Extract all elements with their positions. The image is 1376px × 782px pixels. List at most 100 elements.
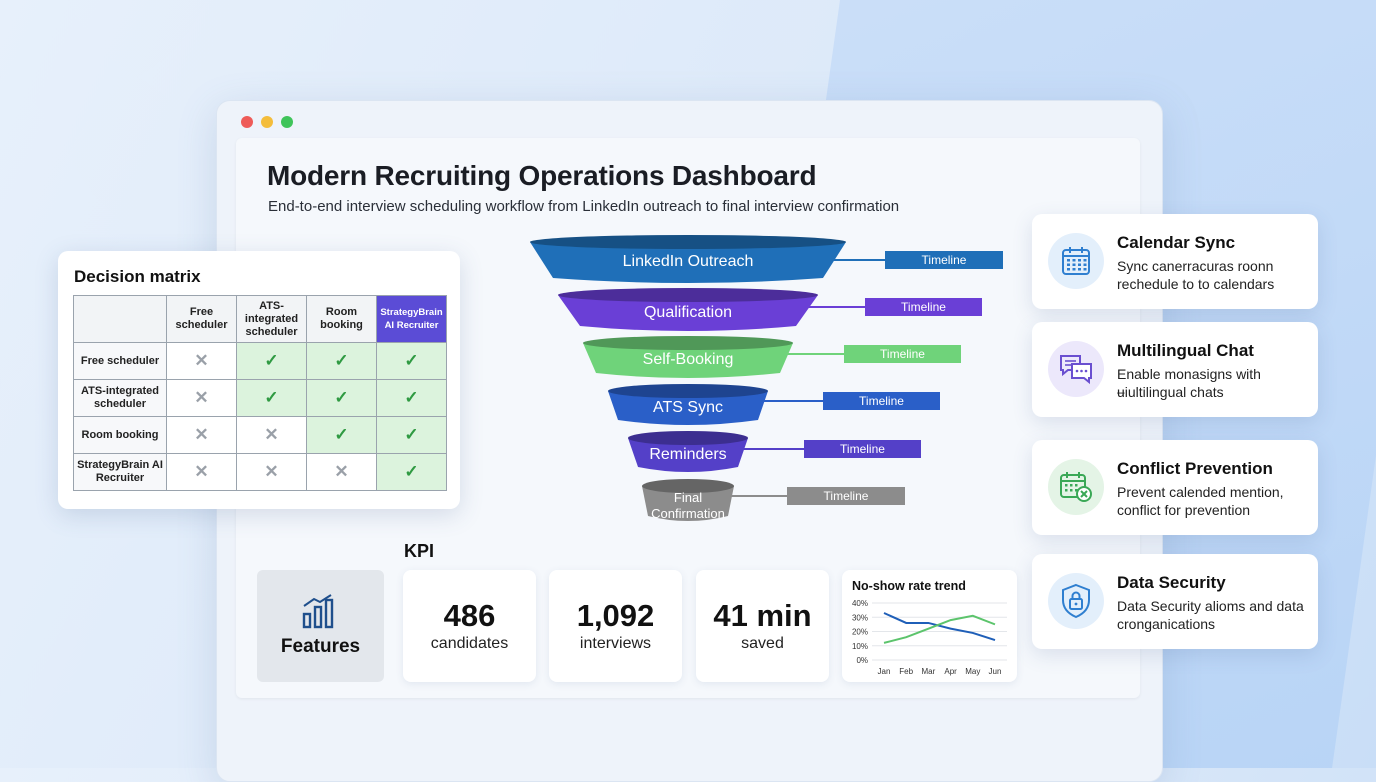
matrix-column-header: ATS-integrated scheduler bbox=[236, 295, 307, 343]
timeline-label[interactable]: Timeline bbox=[823, 392, 940, 410]
page-title: Modern Recruiting Operations Dashboard bbox=[267, 160, 817, 191]
feature-title: Multilingual Chat bbox=[1117, 341, 1254, 360]
feature-title: Conflict Prevention bbox=[1117, 459, 1273, 478]
check-icon: ✓ bbox=[376, 379, 447, 417]
cross-icon: ✕ bbox=[236, 453, 307, 491]
kpi-card[interactable]: 41 min saved bbox=[696, 570, 829, 682]
cross-icon: ✕ bbox=[306, 453, 377, 491]
funnel-stage[interactable] bbox=[642, 479, 787, 521]
timeline-label[interactable]: Timeline bbox=[885, 251, 1003, 269]
x-tick-label: Jan bbox=[878, 667, 891, 676]
feature-description: Data Security alioms and data cronganica… bbox=[1117, 598, 1304, 632]
page-subtitle: End-to-end interview scheduling workflow… bbox=[268, 198, 900, 215]
timeline-label[interactable]: Timeline bbox=[865, 298, 982, 316]
kpi-heading: KPI bbox=[404, 541, 435, 561]
funnel-chart bbox=[530, 235, 885, 521]
timeline-label[interactable]: Timeline bbox=[844, 345, 961, 363]
matrix-row: StrategyBrain AI Recruiter✕✕✕✓ bbox=[73, 453, 447, 491]
matrix-column-header: StrategyBrain AI Recruiter bbox=[376, 295, 447, 343]
check-icon: ✓ bbox=[376, 342, 447, 380]
x-tick-label: Apr bbox=[944, 667, 957, 676]
feature-title: Data Security bbox=[1117, 573, 1226, 592]
cross-icon: ✕ bbox=[166, 379, 237, 417]
y-tick-label: 0% bbox=[856, 656, 868, 665]
kpi-label: saved bbox=[741, 635, 784, 652]
calendar-x-icon bbox=[1048, 459, 1104, 515]
kpi-label: interviews bbox=[579, 635, 652, 652]
matrix-row-label: StrategyBrain AI Recruiter bbox=[73, 453, 167, 491]
funnel-stage[interactable] bbox=[558, 288, 865, 331]
check-icon: ✓ bbox=[236, 342, 307, 380]
kpi-label: candidates bbox=[430, 635, 509, 652]
funnel-stage-label: Self-Booking bbox=[642, 351, 734, 368]
series-line bbox=[883, 614, 996, 644]
chat-icon bbox=[1048, 341, 1104, 397]
kpi-value: 41 min bbox=[713, 598, 812, 633]
funnel-stage[interactable] bbox=[583, 336, 844, 378]
matrix-row: Room booking✕✕✓✓ bbox=[73, 416, 447, 454]
matrix-title: Decision matrix bbox=[74, 267, 201, 286]
maximize-window-button[interactable] bbox=[281, 116, 293, 128]
check-icon: ✓ bbox=[376, 453, 447, 491]
feature-description: Sync canerracuras roonn rechedule to to … bbox=[1117, 258, 1275, 292]
matrix-corner bbox=[73, 295, 167, 343]
funnel-stage-label: LinkedIn Outreach bbox=[622, 253, 754, 270]
funnel-stage[interactable] bbox=[608, 384, 823, 425]
matrix-row: Free scheduler✕✓✓✓ bbox=[73, 342, 447, 380]
kpi-card[interactable]: 486 candidates bbox=[403, 570, 536, 682]
chart-title: No-show rate trend bbox=[852, 579, 966, 593]
cross-icon: ✕ bbox=[236, 416, 307, 454]
kpi-card[interactable]: 1,092 interviews bbox=[549, 570, 682, 682]
minimize-window-button[interactable] bbox=[261, 116, 273, 128]
close-window-button[interactable] bbox=[241, 116, 253, 128]
x-tick-label: Jun bbox=[989, 667, 1002, 676]
timeline-label[interactable]: Timeline bbox=[804, 440, 921, 458]
check-icon: ✓ bbox=[376, 416, 447, 454]
funnel-stage-label: Final Confirmation bbox=[651, 490, 725, 521]
feature-description: Prevent calended mention, conflict for p… bbox=[1117, 484, 1284, 518]
funnel-stage-label: Qualification bbox=[643, 303, 733, 321]
cross-icon: ✕ bbox=[166, 342, 237, 380]
matrix-row: ATS-integrated scheduler✕✓✓✓ bbox=[73, 379, 447, 417]
y-tick-label: 40% bbox=[852, 599, 868, 608]
check-icon: ✓ bbox=[236, 379, 307, 417]
funnel-stage[interactable] bbox=[530, 235, 885, 283]
matrix-row-label: Free scheduler bbox=[73, 342, 167, 380]
x-tick-label: Mar bbox=[922, 667, 936, 676]
y-tick-label: 30% bbox=[852, 613, 868, 622]
kpi-value: 1,092 bbox=[576, 598, 655, 633]
bar-chart-icon bbox=[302, 594, 334, 629]
no-show-trend-card: No-show rate trend 0% 10% 20% 30% 40% Jan Feb M… bbox=[842, 570, 1017, 682]
matrix-row-label: Room booking bbox=[73, 416, 167, 454]
feature-title: Calendar Sync bbox=[1117, 233, 1236, 252]
y-tick-label: 10% bbox=[852, 642, 868, 651]
x-tick-label: May bbox=[965, 667, 980, 676]
matrix-row-label: ATS-integrated scheduler bbox=[73, 379, 167, 417]
y-tick-label: 20% bbox=[852, 628, 868, 637]
trend-chart: 0% 10% 20% 30% 40% Jan Feb Mar Apr May Jun bbox=[852, 599, 1007, 676]
window-controls bbox=[241, 116, 293, 128]
series-line bbox=[883, 612, 996, 642]
check-icon: ✓ bbox=[306, 416, 377, 454]
funnel-stage-label: Reminders bbox=[649, 445, 727, 463]
matrix-column-header: Free scheduler bbox=[166, 295, 237, 343]
matrix-column-header: Room booking bbox=[306, 295, 377, 343]
shield-lock-icon bbox=[1048, 573, 1104, 629]
x-tick-label: Feb bbox=[899, 667, 913, 676]
kpi-value: 486 bbox=[443, 598, 496, 633]
check-icon: ✓ bbox=[306, 379, 377, 417]
timeline-label[interactable]: Timeline bbox=[787, 487, 905, 505]
calendar-icon bbox=[1048, 233, 1104, 289]
features-tile[interactable]: Features bbox=[257, 570, 384, 682]
funnel-stage[interactable] bbox=[628, 431, 804, 472]
cross-icon: ✕ bbox=[166, 416, 237, 454]
check-icon: ✓ bbox=[306, 342, 377, 380]
cross-icon: ✕ bbox=[166, 453, 237, 491]
feature-description: Enable monasigns with ʉiultilingual chat… bbox=[1117, 366, 1261, 400]
